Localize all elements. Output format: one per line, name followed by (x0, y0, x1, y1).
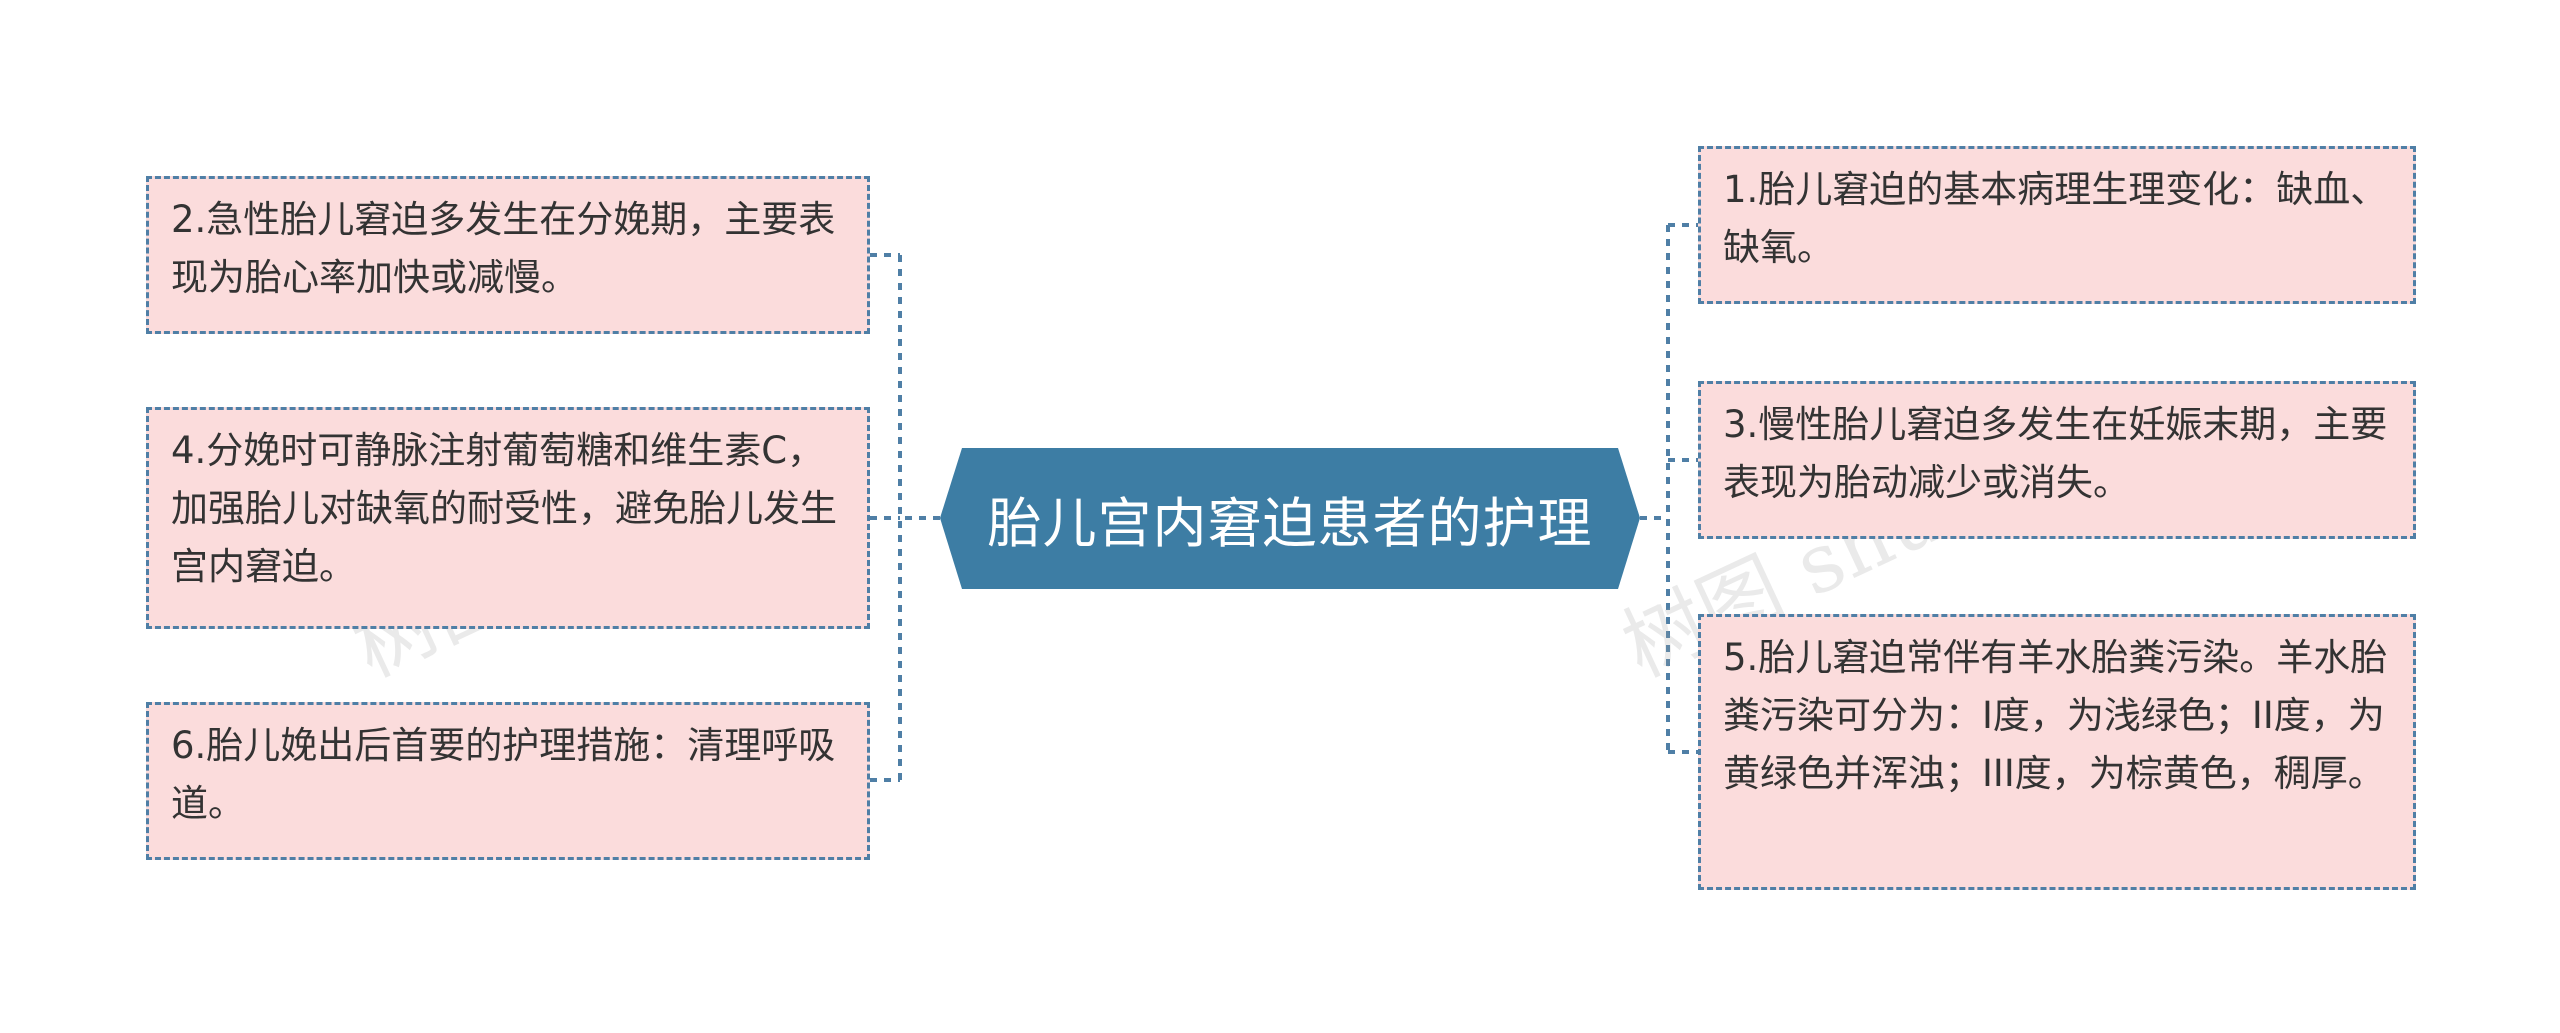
branch-node-text: 2.急性胎儿窘迫多发生在分娩期，主要表现为胎心率加快或减慢。 (171, 198, 836, 299)
branch-node-4[interactable]: 4.分娩时可静脉注射葡萄糖和维生素C，加强胎儿对缺氧的耐受性，避免胎儿发生宫内窘… (146, 407, 870, 629)
root-topic-label: 胎儿宫内窘迫患者的护理 (987, 492, 1593, 555)
branch-node-3[interactable]: 3.慢性胎儿窘迫多发生在妊娠末期，主要表现为胎动减少或消失。 (1698, 381, 2416, 539)
branch-node-text: 3.慢性胎儿窘迫多发生在妊娠末期，主要表现为胎动减少或消失。 (1723, 403, 2388, 504)
root-topic[interactable]: 胎儿宫内窘迫患者的护理 (940, 448, 1640, 589)
branch-node-text: 6.胎儿娩出后首要的护理措施：清理呼吸道。 (171, 724, 836, 825)
branch-node-6[interactable]: 6.胎儿娩出后首要的护理措施：清理呼吸道。 (146, 702, 870, 860)
connector-right-trunk (1640, 225, 1670, 752)
branch-node-5[interactable]: 5.胎儿窘迫常伴有羊水胎粪污染。羊水胎粪污染可分为：I度，为浅绿色；II度，为黄… (1698, 614, 2416, 890)
connector-left-trunk (898, 255, 940, 780)
branch-node-2[interactable]: 2.急性胎儿窘迫多发生在分娩期，主要表现为胎心率加快或减慢。 (146, 176, 870, 334)
branch-node-text: 5.胎儿窘迫常伴有羊水胎粪污染。羊水胎粪污染可分为：I度，为浅绿色；II度，为黄… (1723, 636, 2388, 795)
branch-node-text: 1.胎儿窘迫的基本病理生理变化：缺血、缺氧。 (1723, 168, 2388, 269)
branch-node-text: 4.分娩时可静脉注射葡萄糖和维生素C，加强胎儿对缺氧的耐受性，避免胎儿发生宫内窘… (171, 429, 837, 588)
branch-node-1[interactable]: 1.胎儿窘迫的基本病理生理变化：缺血、缺氧。 (1698, 146, 2416, 304)
